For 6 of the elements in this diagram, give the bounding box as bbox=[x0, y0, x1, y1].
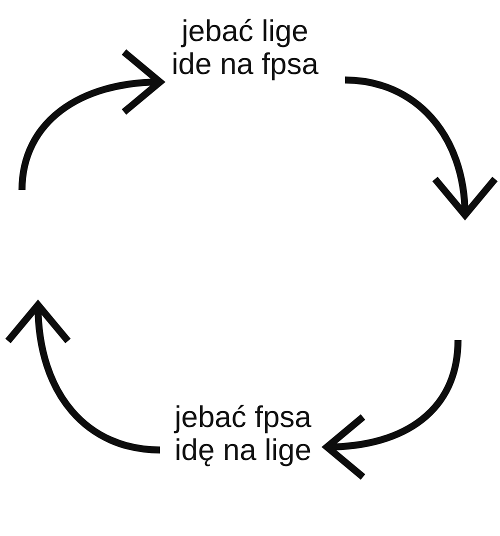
curved-arrow bbox=[324, 340, 462, 480]
curved-arrow bbox=[18, 50, 164, 190]
caption-text: jebać fpsa idę na lige bbox=[160, 401, 327, 467]
curved-arrow bbox=[344, 76, 497, 218]
curved-arrow bbox=[6, 302, 160, 454]
caption-text: jebać lige ide na fpsa bbox=[160, 15, 345, 87]
